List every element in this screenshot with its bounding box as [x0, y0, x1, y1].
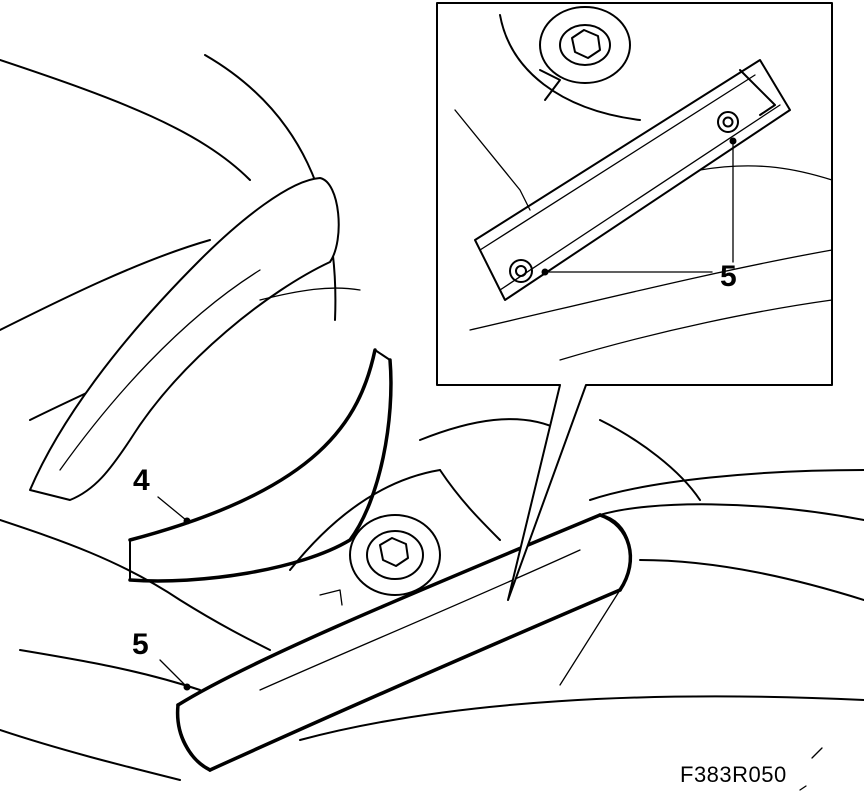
trim-panel-part-4 — [128, 348, 393, 583]
corner-tick-2 — [799, 785, 807, 791]
callout-part-4: 4 — [133, 464, 150, 497]
callout-part-5: 5 — [132, 628, 149, 661]
center-console — [0, 418, 864, 781]
console-fastener — [319, 514, 441, 606]
corner-tick — [811, 747, 823, 759]
figure-code: F383R050 — [680, 762, 787, 787]
callout-part-5-inset: 5 — [720, 260, 737, 293]
leader-lines — [157, 496, 191, 691]
armrest-lid-part-5 — [175, 503, 864, 772]
detail-inset — [436, 2, 833, 601]
front-seat-shell — [29, 177, 361, 501]
